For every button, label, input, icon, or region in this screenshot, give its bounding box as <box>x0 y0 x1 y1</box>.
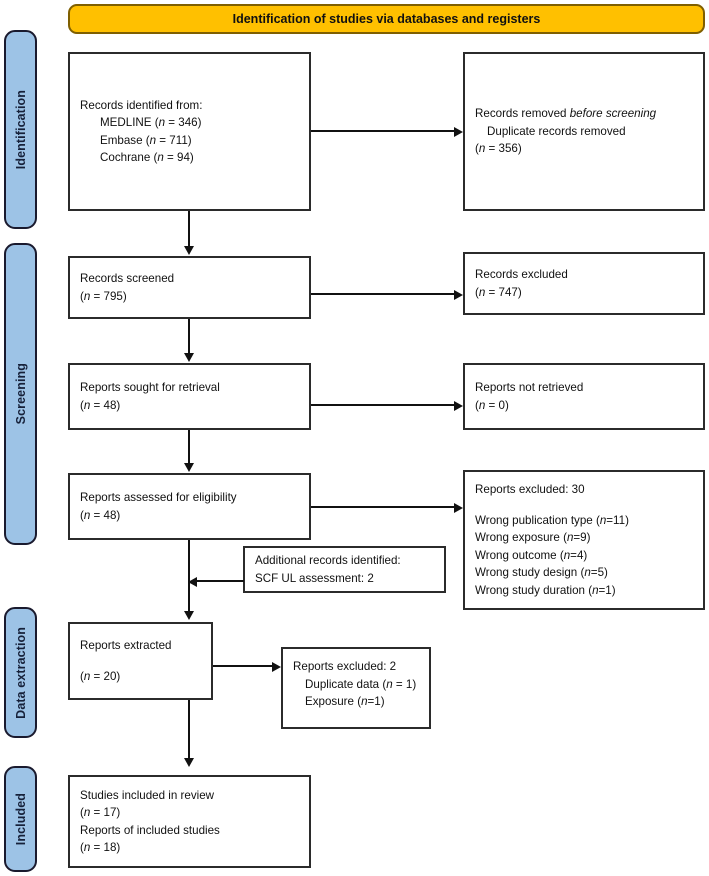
records-screened-line-1: (n = 795) <box>80 289 127 303</box>
box-reports-extracted: Reports extracted (n = 20) <box>68 622 213 700</box>
connector-additional-to-spine <box>197 580 244 582</box>
connector-identified-to-removed <box>311 130 454 132</box>
additional-records-line-0: Additional records identified: <box>255 554 401 567</box>
connector-screened-to-excluded <box>311 293 454 295</box>
arrowhead-identified-to-screened <box>183 246 194 255</box>
reports-sought-line-0: Reports sought for retrieval <box>80 381 220 394</box>
connector-assessed-to-excluded30 <box>311 506 454 508</box>
records-identified-line-2: Embase (n = 711) <box>100 133 192 147</box>
connector-sought-to-assessed <box>188 430 190 463</box>
records-screened-line-0: Records screened <box>80 272 175 285</box>
reports-not-retrieved-line-0: Reports not retrieved <box>475 381 584 394</box>
reports-extracted-line-0: Reports extracted <box>80 639 172 652</box>
box-additional-records: Additional records identified: SCF UL as… <box>243 546 446 593</box>
arrowhead-sought-to-not-retrieved <box>454 400 463 411</box>
records-identified-line-3: Cochrane (n = 94) <box>100 151 194 164</box>
stage-pill-included: Included <box>4 766 37 872</box>
reports-excluded-2-line-1: Duplicate data (n = 1) <box>305 677 417 691</box>
records-identified-line-0: Records identified from: <box>80 98 203 112</box>
reports-excluded-30-reason-3: Wrong study design (n=5) <box>475 566 608 579</box>
connector-identified-to-screened <box>188 211 190 246</box>
arrowhead-additional-to-spine <box>188 576 197 587</box>
stage-label-data-extraction: Data extraction <box>13 626 28 719</box>
connector-screened-to-sought <box>188 319 190 353</box>
reports-excluded-30-reason-2: Wrong outcome (n=4) <box>475 548 588 562</box>
records-excluded-line-1: (n = 747) <box>475 285 522 299</box>
reports-sought-line-1: (n = 48) <box>80 398 121 412</box>
connector-extracted-to-excluded2 <box>213 665 272 667</box>
banner-title: Identification of studies via databases … <box>232 12 541 26</box>
studies-included-line-2: Reports of included studies <box>80 823 220 837</box>
arrowhead-extracted-to-included <box>183 758 194 767</box>
studies-included-line-3: (n = 18) <box>80 841 121 854</box>
studies-included-line-1: (n = 17) <box>80 806 121 819</box>
box-reports-excluded-eligibility: Reports excluded: 30 Wrong publication t… <box>463 470 705 610</box>
arrowhead-sought-to-assessed <box>183 463 194 472</box>
stage-pill-screening: Screening <box>4 243 37 545</box>
arrowhead-assessed-to-extracted <box>183 611 194 620</box>
additional-records-line-1: SCF UL assessment: 2 <box>255 571 374 585</box>
reports-assessed-line-0: Reports assessed for eligibility <box>80 491 237 504</box>
records-removed-line-1: Duplicate records removed <box>487 124 626 138</box>
identification-banner: Identification of studies via databases … <box>68 4 705 34</box>
records-excluded-line-0: Records excluded <box>475 268 568 281</box>
box-reports-assessed: Reports assessed for eligibility (n = 48… <box>68 473 311 540</box>
connector-assessed-to-extracted <box>188 540 190 614</box>
arrowhead-assessed-to-excluded30 <box>454 502 463 513</box>
connector-sought-to-not-retrieved <box>311 404 454 406</box>
reports-excluded-30-title: Reports excluded: 30 <box>475 483 585 496</box>
box-reports-sought: Reports sought for retrieval (n = 48) <box>68 363 311 430</box>
box-reports-excluded-extraction: Reports excluded: 2 Duplicate data (n = … <box>281 647 431 729</box>
connector-extracted-to-included <box>188 700 190 760</box>
records-removed-line-2: (n = 356) <box>475 142 522 156</box>
box-records-removed: Records removed before screening Duplica… <box>463 52 705 211</box>
stage-label-identification: Identification <box>13 89 28 170</box>
reports-extracted-line-1: (n = 20) <box>80 669 121 683</box>
reports-excluded-30-reason-1: Wrong exposure (n=9) <box>475 531 591 544</box>
box-records-identified: Records identified from: MEDLINE (n = 34… <box>68 52 311 211</box>
reports-not-retrieved-line-1: (n = 0) <box>475 398 509 412</box>
reports-excluded-30-reason-4: Wrong study duration (n=1) <box>475 583 616 597</box>
records-removed-line-0: Records removed before screening <box>475 107 657 121</box>
arrowhead-screened-to-sought <box>183 353 194 362</box>
records-identified-line-1: MEDLINE (n = 346) <box>100 116 202 129</box>
stage-pill-data-extraction: Data extraction <box>4 607 37 738</box>
reports-excluded-2-line-0: Reports excluded: 2 <box>293 660 397 673</box>
stage-label-included: Included <box>13 792 28 846</box>
studies-included-line-0: Studies included in review <box>80 788 215 802</box>
box-studies-included: Studies included in review (n = 17) Repo… <box>68 775 311 868</box>
arrowhead-extracted-to-excluded2 <box>272 661 281 672</box>
box-reports-not-retrieved: Reports not retrieved (n = 0) <box>463 363 705 430</box>
reports-excluded-2-line-2: Exposure (n=1) <box>305 695 385 708</box>
arrowhead-screened-to-excluded <box>454 289 463 300</box>
reports-excluded-30-reason-0: Wrong publication type (n=11) <box>475 513 629 527</box>
stage-label-screening: Screening <box>13 363 28 425</box>
stage-pill-identification: Identification <box>4 30 37 229</box>
arrowhead-identified-to-removed <box>454 126 463 137</box>
reports-assessed-line-1: (n = 48) <box>80 508 121 522</box>
box-records-screened: Records screened (n = 795) <box>68 256 311 319</box>
box-records-excluded: Records excluded (n = 747) <box>463 252 705 315</box>
